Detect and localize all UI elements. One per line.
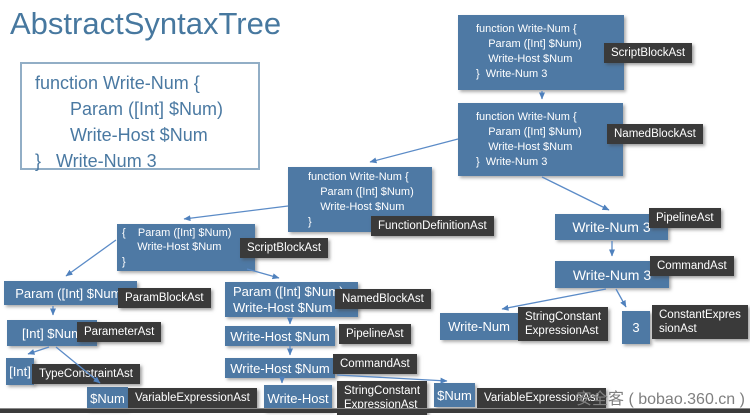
label-commandast-right: CommandAst xyxy=(650,256,734,276)
label-parameterast: ParameterAst xyxy=(77,322,162,342)
node-command-writehost: Write-Host $Num xyxy=(225,358,335,378)
edge-namedblock-to-functiondef xyxy=(369,138,459,164)
label-scriptblockast-root: ScriptBlockAst xyxy=(604,43,693,63)
edge-command-to-writenum-name xyxy=(501,288,607,311)
node-root-scriptblock: function Write-Num { Param ([Int] $Num) … xyxy=(458,15,624,90)
node-num-variable: $Num xyxy=(434,383,475,407)
node-function-definition: function Write-Num { Param ([Int] $Num) … xyxy=(288,167,432,232)
node-command-writenum: Write-Num 3 xyxy=(555,261,669,288)
label-namedblockast: NamedBlockAst xyxy=(607,124,703,144)
label-commandast-mid: CommandAst xyxy=(333,354,417,374)
edge-parameter-to-typeconstraint xyxy=(27,346,50,355)
edge-scriptblock-to-paramblock xyxy=(65,239,117,277)
node-param-block: Param ([Int] $Num) xyxy=(4,281,137,305)
label-variableexpressionast-right: VariableExpressionAst xyxy=(477,388,606,408)
label-stringconstantexpressionast-right: StringConstant ExpressionAst xyxy=(518,307,609,341)
node-writenum-name: Write-Num xyxy=(440,313,518,340)
node-pipeline-writehost: Write-Host $Num xyxy=(225,326,335,346)
node-type-constraint: [Int] xyxy=(6,358,34,385)
label-scriptblockast-body: ScriptBlockAst xyxy=(240,238,329,258)
page-title: AbstractSyntaxTree xyxy=(10,6,282,41)
node-body-scriptblock: { Param ([Int] $Num) Write-Host $Num } xyxy=(117,224,255,271)
node-constant-3: 3 xyxy=(622,311,650,344)
source-code-box: function Write-Num { Param ([Int] $Num) … xyxy=(20,62,260,171)
node-named-block: function Write-Num { Param ([Int] $Num) … xyxy=(458,103,623,176)
edge-functiondef-to-scriptblock xyxy=(183,205,289,222)
bottom-bar xyxy=(0,408,750,413)
label-variableexpressionast-left: VariableExpressionAst xyxy=(128,388,257,408)
watermark: 安全客 ( bobao.360.cn ) xyxy=(576,391,745,408)
label-typeconstraintast: TypeConstraintAst xyxy=(32,364,140,384)
node-writehost-name: Write-Host xyxy=(264,385,332,411)
label-namedblockast-inner: NamedBlockAst xyxy=(335,289,431,309)
node-param-variable: $Num xyxy=(87,387,128,410)
edge-command-to-constant xyxy=(615,288,627,308)
label-constantexpressionast: ConstantExpres sionAst xyxy=(652,305,748,339)
label-pipelineast-right: PipelineAst xyxy=(649,208,721,228)
label-paramblockast: ParamBlockAst xyxy=(118,288,211,308)
label-pipelineast-mid: PipelineAst xyxy=(339,324,411,344)
label-functiondefinitionast: FunctionDefinitionAst xyxy=(371,216,494,236)
edge-namedblock-to-pipeline-right xyxy=(541,176,610,211)
